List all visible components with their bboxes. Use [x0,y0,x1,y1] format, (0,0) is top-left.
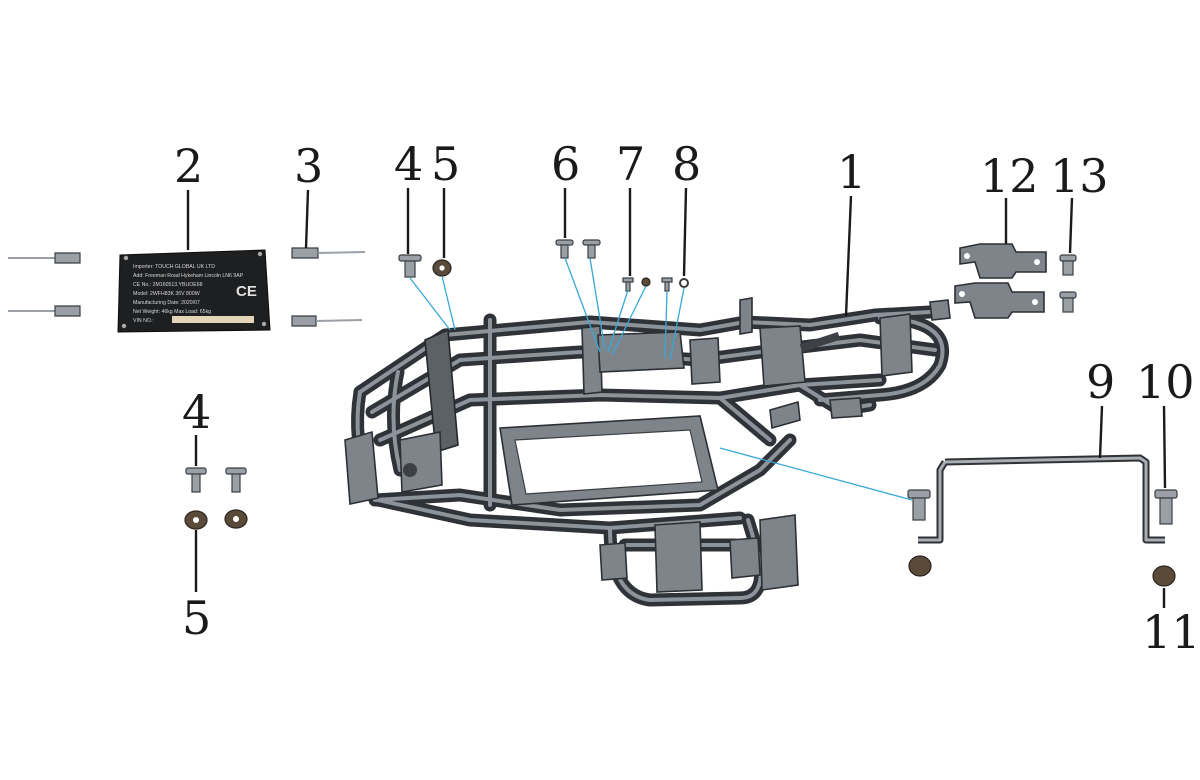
bolt-6-b [582,239,601,259]
bolt-4-bottom-b [225,467,247,493]
screw-7 [622,277,634,292]
nameplate: Importer: TOUCH GLOBAL UK LTD Add: Freem… [117,249,271,333]
callout-4-top: 4 [394,137,423,191]
nut-9-left [908,555,932,577]
callout-9: 9 [1086,355,1115,409]
rivet-left-bottom [8,305,81,317]
bolt-6-a [555,239,574,259]
callout-3: 3 [294,139,323,193]
bolt-13-b [1059,291,1077,313]
callout-12: 12 [980,149,1039,203]
bolt-10 [1154,489,1178,525]
nameplate-line-6: Net Weight: 46kg Max Load: 65kg [133,309,211,315]
callout-4-bottom: 4 [182,385,211,439]
callout-13: 13 [1050,149,1109,203]
callout-6: 6 [551,137,580,191]
assembly-lines [409,257,913,501]
bolt-4-top [398,254,422,278]
washer-8 [679,278,689,288]
nameplate-line-7: VIN NO.: [133,318,154,324]
nameplate-line-2: Add: Freeman Road Hykeham Lincoln LN6 9A… [133,273,244,279]
callout-numbers: 2 3 4 5 6 7 8 1 12 13 9 10 4 5 11 [174,137,1200,659]
bolt-4-bottom-a [185,467,207,493]
nameplate-line-4: Model: 2WFH83K 36V 800W [133,291,200,297]
callout-2: 2 [174,139,203,193]
washer-7 [641,277,651,287]
rivets [8,247,366,327]
callout-7: 7 [616,137,645,191]
callout-leaders [186,187,1167,608]
nameplate-line-5: Manufacturing Date: 2020/07 [133,300,200,306]
callout-11: 11 [1142,605,1200,659]
screw-8 [661,277,673,292]
nameplate-line-1: Importer: TOUCH GLOBAL UK LTD [133,264,215,270]
bolt-9-left [907,489,931,521]
callout-1: 1 [837,145,866,199]
rivet-right-top [291,247,366,259]
fasteners [184,239,1178,587]
bar-bracket [918,454,1165,544]
callout-5-bottom: 5 [182,591,211,645]
bolt-13-a [1059,254,1077,276]
callout-8: 8 [672,137,701,191]
rivet-right-bottom [291,315,363,327]
frame [344,297,951,607]
nut-11 [1152,565,1176,587]
callout-5-top: 5 [431,137,460,191]
ce-mark: CE [236,283,257,300]
nameplate-line-3: CE No.: 2M160513.YBUOE68 [133,282,203,288]
rivet-left-top [8,252,81,264]
mount-brackets [954,243,1047,319]
callout-10: 10 [1136,355,1195,409]
